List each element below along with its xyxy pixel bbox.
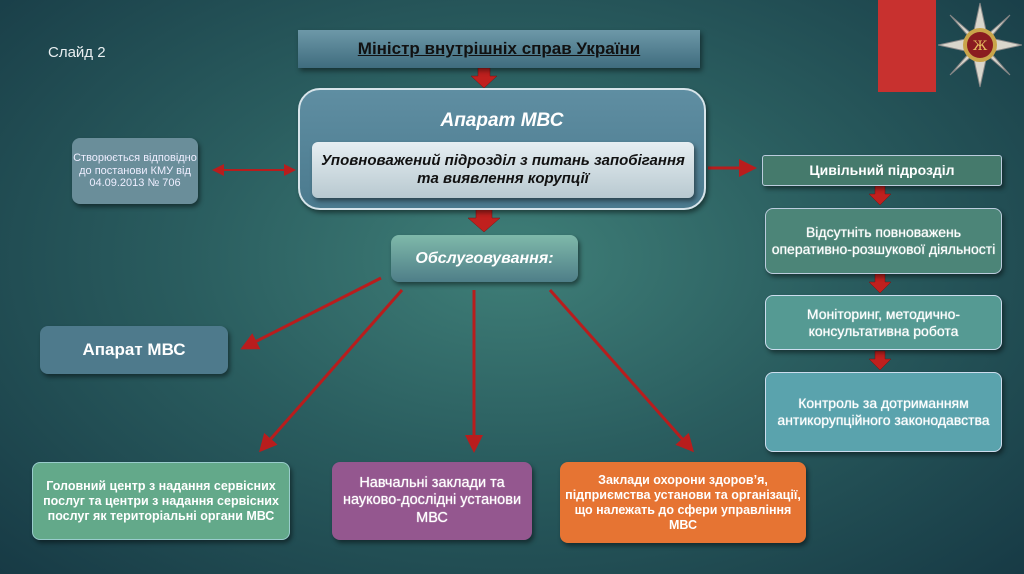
aparat-title: Апарат МВС: [440, 110, 564, 131]
no-authority-box: Відсутніть повноважень оперативно-розшук…: [765, 208, 1002, 274]
note-box: Створюється відповідно до постанови КМУ …: [72, 138, 198, 204]
civil-unit-box: Цивільний підрозділ: [762, 155, 1002, 186]
service-box: Обслуговування:: [391, 235, 578, 282]
down-arrow: [868, 350, 892, 371]
service-centers-box: Головний центр з надання сервісних послу…: [32, 462, 290, 540]
down-arrow: [470, 67, 498, 89]
slide-label: Слайд 2: [48, 44, 106, 61]
minister-box: Міністр внутрішніх справ України: [298, 30, 700, 68]
svg-text:Ж: Ж: [973, 39, 988, 54]
down-arrow: [868, 273, 892, 294]
health-box: Заклади охорони здоров’я, підприємства у…: [560, 462, 806, 543]
down-arrow: [467, 207, 501, 233]
monitoring-box: Моніторинг, методично-консультативна роб…: [765, 295, 1002, 350]
red-banner: [878, 0, 936, 92]
control-box: Контроль за дотриманням антикорупційного…: [765, 372, 1002, 452]
education-box: Навчальні заклади та науково-дослідні ус…: [332, 462, 532, 540]
aparat-target-box: Апарат МВС: [40, 326, 228, 374]
authorized-unit-box: Уповноважений підрозділ з питань запобіг…: [312, 142, 694, 198]
down-arrow: [868, 185, 892, 206]
star-emblem-icon: Ж: [938, 2, 1022, 88]
